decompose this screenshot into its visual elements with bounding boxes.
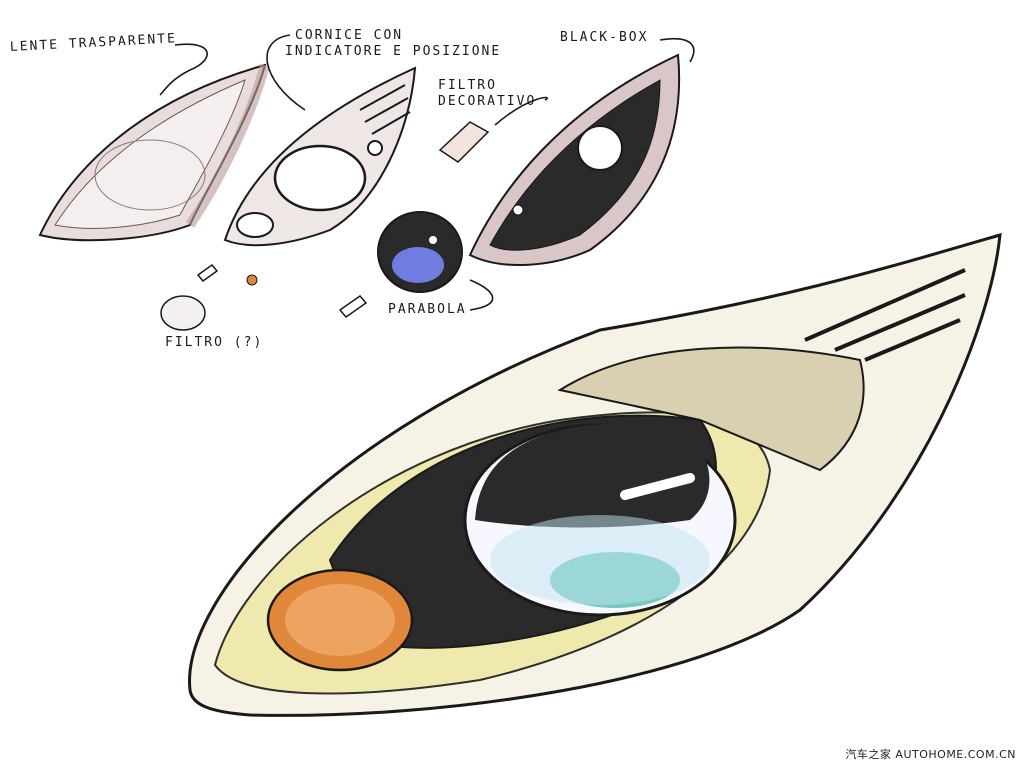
callout-arrows — [159, 34, 695, 311]
reflector-part — [377, 211, 463, 293]
watermark: 汽车之家 AUTOHOME.COM.CN — [845, 748, 1016, 761]
main-headlight — [188, 232, 1002, 717]
decorative-filter-part — [438, 121, 490, 163]
label-filtro-deco-1: FILTRO — [438, 78, 497, 93]
black-box-part — [468, 53, 681, 266]
label-filtro: FILTRO (?) — [165, 335, 264, 350]
label-black-box: BLACK-BOX — [560, 30, 649, 45]
bezel-part — [223, 66, 417, 247]
label-parabola: PARABOLA — [388, 302, 467, 317]
lens-part — [38, 63, 270, 242]
label-cornice-1: CORNICE CON — [295, 28, 404, 43]
label-cornice-2: INDICATORE E POSIZIONE — [285, 44, 502, 59]
bulbs — [196, 263, 368, 319]
filter-part — [160, 295, 206, 331]
label-filtro-deco-2: DECORATIVO — [438, 94, 537, 109]
